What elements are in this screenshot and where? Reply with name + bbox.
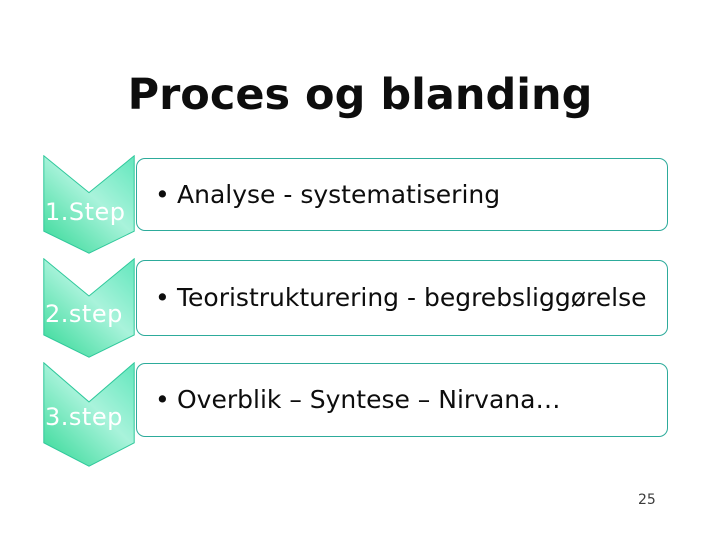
step-3-box: •Overblik – Syntese – Nirvana…	[136, 363, 668, 437]
step-3-text: Overblik – Syntese – Nirvana…	[177, 385, 561, 414]
bullet-icon: •	[155, 283, 170, 312]
step-1-text: Analyse - systematisering	[177, 179, 501, 209]
step-1-chevron-arrow-icon	[43, 155, 135, 254]
step-2-box: •Teoristrukturering - begrebsliggørelse	[136, 260, 668, 336]
bullet-icon: •	[155, 385, 170, 414]
step-3-label: 3.step	[45, 403, 123, 431]
step-1-box: •Analyse - systematisering	[136, 158, 668, 231]
page-number: 25	[638, 492, 656, 508]
step-2-chevron-arrow-icon	[43, 258, 135, 358]
step-2-text: Teoristrukturering - begrebsliggørelse	[177, 283, 647, 312]
step-1-bullet-line: •Analyse - systematisering	[155, 180, 655, 210]
step-3-bullet-line: •Overblik – Syntese – Nirvana…	[155, 385, 655, 415]
slide-title: Proces og blanding	[127, 70, 593, 120]
bullet-icon: •	[155, 179, 170, 209]
step-2-bullet-line: •Teoristrukturering - begrebsliggørelse	[155, 283, 655, 313]
step-3-chevron-arrow-icon	[43, 362, 135, 467]
step-2-label: 2.step	[45, 300, 123, 328]
step-1-label: 1.Step	[45, 198, 126, 226]
